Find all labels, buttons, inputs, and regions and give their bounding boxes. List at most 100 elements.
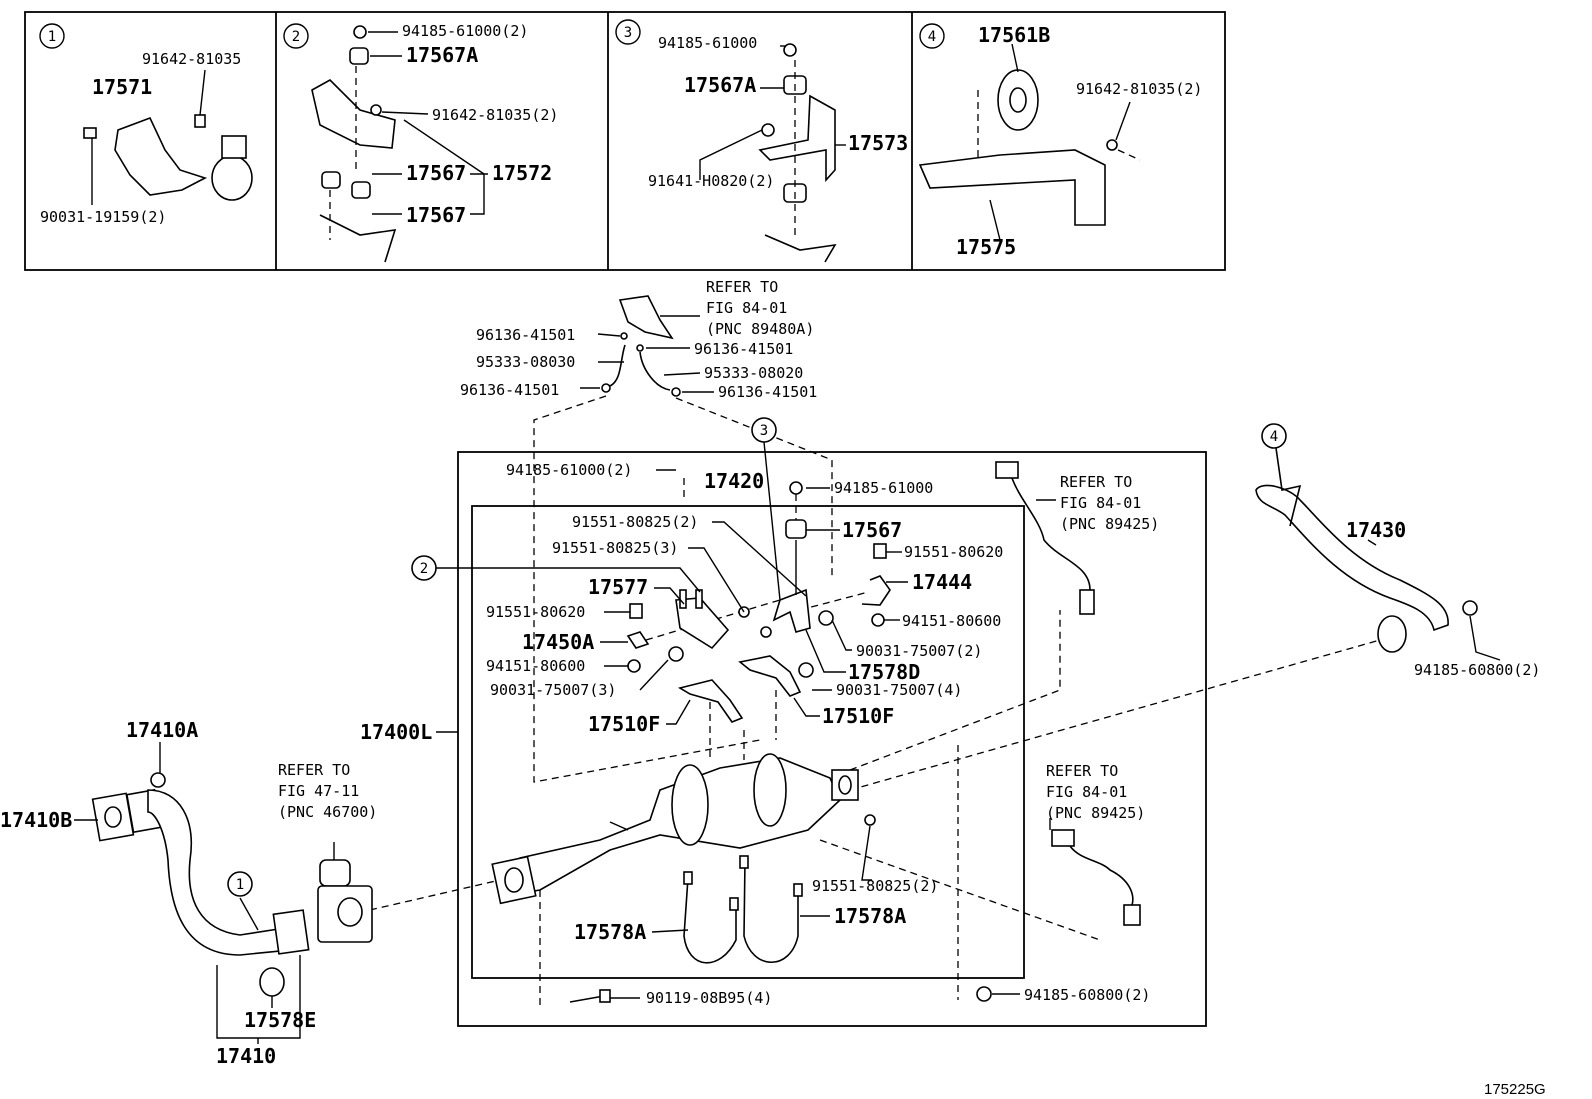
clamp-bracket (221, 135, 247, 159)
clamp-ring (211, 155, 253, 201)
reference-notes: REFER TO FIG 84-01 (PNC 89480A) REFER TO… (278, 278, 1159, 822)
vacuum-hose-group (580, 295, 714, 397)
nut-icon (871, 613, 885, 627)
inset-2-label-17567-bottom: 17567 (406, 203, 466, 227)
ref-right-upper-line3: (PNC 89425) (1060, 515, 1159, 533)
front-pipe-body (147, 789, 291, 956)
label-17578A-a: 17578A (574, 920, 646, 944)
label-90031-75007-4: 90031-75007(4) (836, 681, 962, 699)
label-17410A: 17410A (126, 718, 198, 742)
bracket-17573 (758, 94, 836, 183)
label-17430: 17430 (1346, 518, 1406, 542)
egr-body (317, 885, 373, 943)
inset-2-label-17567-top: 17567 (406, 161, 466, 185)
label-17578E: 17578E (244, 1008, 316, 1032)
rear-flange (272, 909, 310, 955)
assembly-dashed-lines (369, 395, 1381, 1010)
heat-insulator-17510F-a (677, 679, 744, 723)
ref-right-upper-line1: REFER TO (1060, 473, 1132, 491)
inset-3-number: 3 (624, 25, 632, 41)
label-91551-80825-3: 91551-80825(3) (552, 539, 678, 557)
inset-3-label-94185: 94185-61000 (658, 34, 757, 52)
mount-rubber (349, 47, 369, 65)
label-94185-61000: 94185-61000 (834, 479, 933, 497)
bracket-17444 (861, 575, 891, 606)
label-95333-08020: 95333-08020 (704, 364, 803, 382)
label-94185-60800-b: 94185-60800(2) (1414, 661, 1540, 679)
label-17450A: 17450A (522, 630, 594, 654)
inset-2-label-17567A: 17567A (406, 43, 478, 67)
oxygen-sensor-lower (1051, 829, 1141, 926)
label-90119-08B95: 90119-08B95(4) (646, 989, 772, 1007)
bolt-icon (760, 626, 772, 638)
label-90031-75007-2: 90031-75007(2) (856, 642, 982, 660)
bracket-17572 (311, 79, 396, 149)
ref-right-lower-line3: (PNC 89425) (1046, 804, 1145, 822)
ref-top-line1: REFER TO (706, 278, 778, 296)
callout-4 (1261, 423, 1287, 449)
label-17567: 17567 (842, 518, 902, 542)
bracket-base (319, 214, 397, 263)
converter-shell-left (671, 764, 709, 846)
rear-flange (831, 769, 859, 801)
inset-2-label-94185: 94185-61000(2) (402, 22, 528, 40)
bracket-17575 (918, 149, 1106, 226)
stud (679, 589, 687, 609)
callout-1 (227, 871, 253, 897)
mount-rubber (321, 171, 341, 189)
bracket-base (764, 234, 837, 263)
inset-1-number: 1 (48, 29, 56, 45)
label-96136-41501-c: 96136-41501 (460, 381, 559, 399)
converter-body (499, 757, 841, 896)
bolt-icon (194, 114, 206, 128)
ref-left-line3: (PNC 46700) (278, 803, 377, 821)
label-95333-08030: 95333-08030 (476, 353, 575, 371)
label-17510F-a: 17510F (588, 712, 660, 736)
heat-insulator-17510F-b (738, 655, 802, 697)
clip-icon (636, 344, 644, 352)
tail-pipe-17430 (1255, 447, 1478, 653)
label-96136-41501-b: 96136-41501 (694, 340, 793, 358)
tail-pipe-flange (1377, 615, 1407, 653)
bolt-icon (761, 123, 775, 137)
mount-rubber (351, 181, 371, 199)
label-94151-80600-a: 94151-80600 (902, 612, 1001, 630)
inset-1-label-17571: 17571 (92, 75, 152, 99)
bolt-icon (370, 104, 382, 116)
label-17420: 17420 (704, 469, 764, 493)
heat-shield-17571 (114, 116, 208, 196)
label-96136-41501-a: 96136-41501 (476, 326, 575, 344)
ref-left-line2: FIG 47-11 (278, 782, 359, 800)
inset-3-label-17573: 17573 (848, 131, 908, 155)
label-17444: 17444 (912, 570, 972, 594)
oxygen-sensor-upper (995, 461, 1095, 615)
inset-panels (24, 11, 1226, 271)
ref-top-line3: (PNC 89480A) (706, 320, 814, 338)
label-17578D: 17578D (848, 660, 920, 684)
callout-3-number: 3 (760, 423, 768, 439)
sensor-connector (1051, 829, 1075, 847)
label-90031-75007-3: 90031-75007(3) (490, 681, 616, 699)
tail-pipe-body (1255, 484, 1449, 632)
inset-3: 3 94185-61000 17567A 17573 91641-H0820(2… (615, 19, 908, 263)
clip-icon (620, 332, 628, 340)
nut-icon (976, 986, 992, 1002)
inset-2-label-17572: 17572 (492, 161, 552, 185)
stud (695, 589, 703, 609)
inset-4-label-17561B: 17561B (978, 23, 1050, 47)
catalytic-converter (491, 753, 859, 905)
bolt-icon (83, 127, 97, 139)
egr-valve (317, 842, 373, 943)
vsv-bracket (618, 295, 674, 340)
leader-lines (74, 441, 1501, 1008)
callout-3 (751, 417, 777, 443)
ref-left-line1: REFER TO (278, 761, 350, 779)
label-17410B: 17410B (0, 808, 72, 832)
inset-2-number: 2 (292, 29, 300, 45)
nut-icon (627, 659, 641, 673)
callout-2 (411, 555, 437, 581)
ref-right-lower-line2: FIG 84-01 (1046, 783, 1127, 801)
bolt-icon (629, 603, 643, 619)
inset-4-label-17575: 17575 (956, 235, 1016, 259)
u-bolt-end (729, 897, 739, 911)
